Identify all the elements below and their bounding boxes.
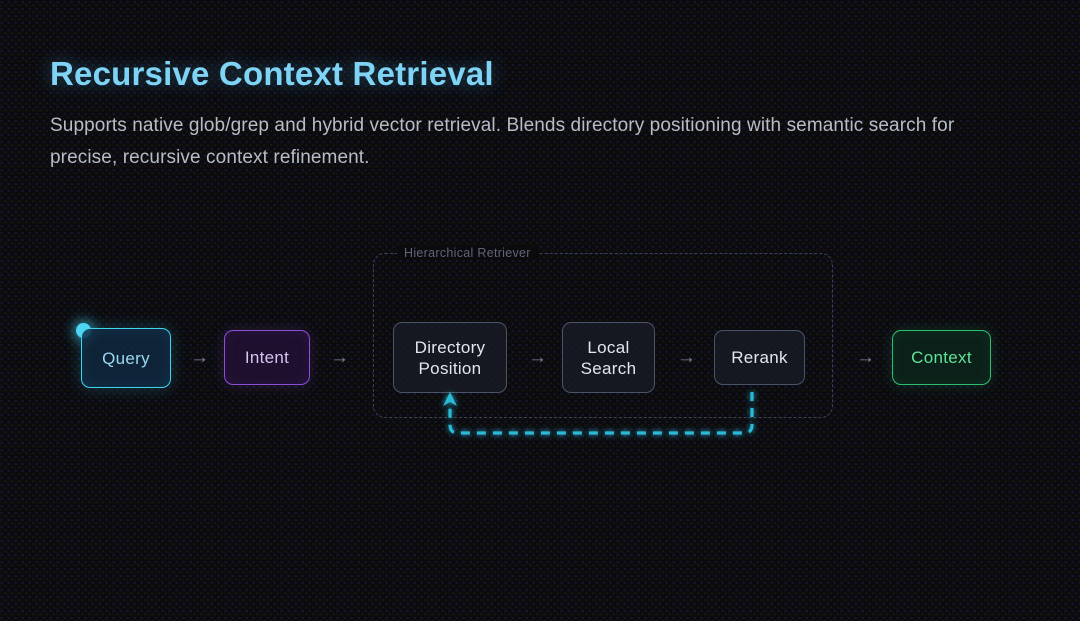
node-directory-position[interactable]: Directory Position bbox=[393, 322, 507, 393]
arrow-directory-position-to-local-search-icon: → bbox=[528, 347, 547, 368]
page-subtitle: Supports native glob/grep and hybrid vec… bbox=[50, 115, 955, 168]
node-context[interactable]: Context bbox=[892, 330, 991, 385]
hierarchical-retriever-label: Hierarchical Retriever bbox=[397, 246, 538, 260]
arrow-rerank-to-context-icon: → bbox=[856, 347, 875, 368]
page-title: Recursive Context Retrieval bbox=[50, 55, 494, 92]
arrow-intent-to-directory-position-icon: → bbox=[330, 347, 349, 368]
node-intent[interactable]: Intent bbox=[224, 330, 310, 385]
arrow-local-search-to-rerank-icon: → bbox=[677, 347, 696, 368]
node-local-search[interactable]: Local Search bbox=[562, 322, 655, 393]
arrow-query-to-intent-icon: → bbox=[190, 347, 209, 368]
node-rerank[interactable]: Rerank bbox=[714, 330, 805, 385]
node-query[interactable]: Query bbox=[81, 328, 171, 388]
